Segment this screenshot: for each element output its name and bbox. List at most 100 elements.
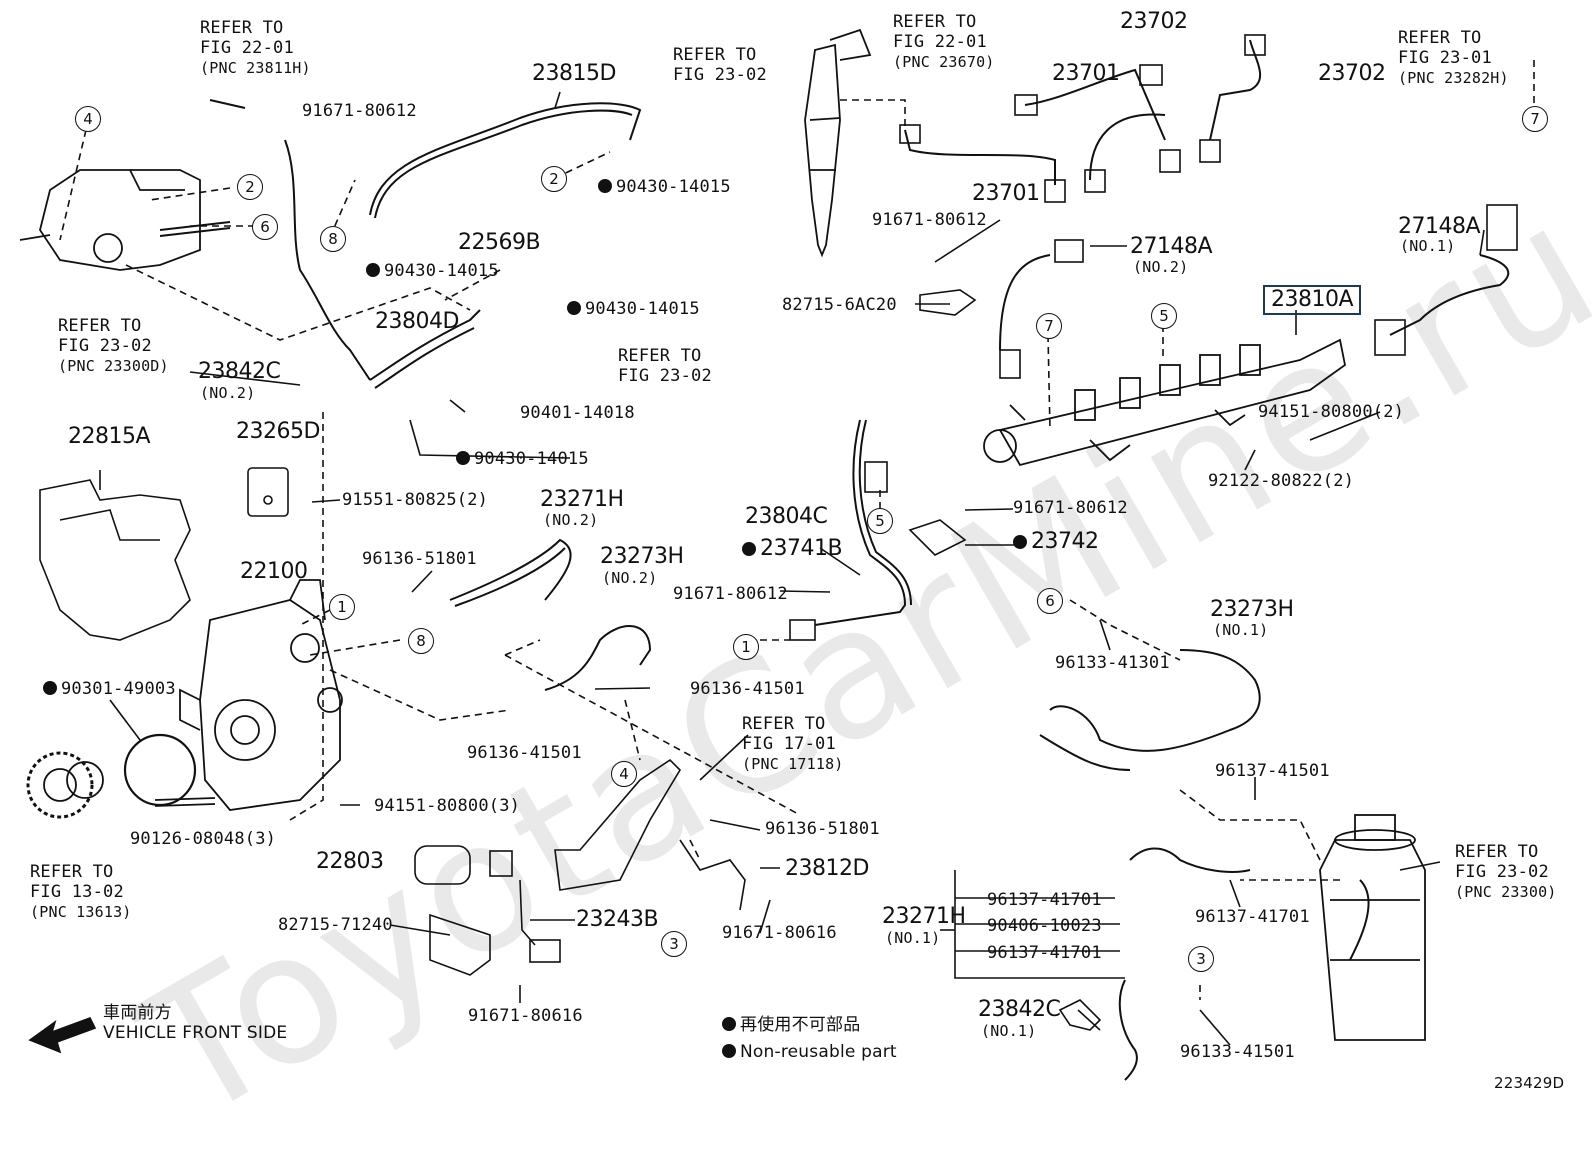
part-number-90406-10023[interactable]: 90406-10023 [987, 916, 1102, 936]
part-label-23842C-no1[interactable]: 23842C [978, 997, 1061, 1022]
part-number-90301-49003[interactable]: 90301-49003 [43, 680, 176, 699]
part-number-text: 90301-49003 [61, 679, 176, 699]
callout-circle: 2 [237, 174, 263, 200]
refer-to-fig-17-01-17118[interactable]: REFER TO FIG 17-01 (PNC 17118) [742, 714, 844, 774]
part-number-82715-6AC20[interactable]: 82715-6AC20 [782, 295, 897, 315]
part-label-22100[interactable]: 22100 [240, 559, 308, 584]
part-number-96133-41501[interactable]: 96133-41501 [1180, 1042, 1295, 1062]
part-label-22815A[interactable]: 22815A [68, 424, 151, 449]
callout-circle: 7 [1522, 106, 1548, 132]
part-label-23810A-highlighted[interactable]: 23810A [1263, 285, 1362, 315]
non-reusable-dot-icon [43, 681, 57, 695]
refer-line: FIG 22-01 [200, 38, 294, 58]
part-number-90430-14015[interactable]: 90430-14015 [456, 450, 589, 469]
part-number-96136-51801[interactable]: 96136-51801 [362, 549, 477, 569]
part-number-96137-41701[interactable]: 96137-41701 [987, 890, 1102, 910]
part-number-91671-80612[interactable]: 91671-80612 [1013, 498, 1128, 518]
part-number-94151-80800-2[interactable]: 94151-80800(2) [1258, 402, 1405, 422]
refer-line: REFER TO [618, 346, 702, 366]
part-label-23702-top[interactable]: 23702 [1120, 9, 1188, 34]
refer-line: FIG 23-02 [58, 336, 152, 356]
part-number-90401-14018[interactable]: 90401-14018 [520, 403, 635, 423]
part-number-96137-41501[interactable]: 96137-41501 [1215, 761, 1330, 781]
part-label-23702-right[interactable]: 23702 [1318, 61, 1386, 86]
refer-line: (PNC 23300D) [58, 357, 169, 375]
part-number-text: 90430-14015 [585, 299, 700, 319]
callout-circle: 1 [329, 594, 355, 620]
refer-line: REFER TO [1398, 28, 1482, 48]
refer-to-fig-22-01-23811H[interactable]: REFER TO FIG 22-01 (PNC 23811H) [200, 18, 311, 78]
non-reusable-dot-icon [722, 1017, 736, 1031]
refer-line: REFER TO [742, 714, 826, 734]
non-reusable-dot-icon [722, 1044, 736, 1058]
part-number-96136-41501[interactable]: 96136-41501 [467, 743, 582, 763]
part-label-23271H-no2[interactable]: 23271H [540, 487, 624, 512]
refer-line: FIG 23-01 [1398, 48, 1492, 68]
diagram-line-art [19, 28, 1535, 1081]
part-sub-23271H-no2: (NO.2) [543, 511, 599, 529]
refer-line: REFER TO [200, 18, 284, 38]
part-label-23742[interactable]: 23742 [1013, 530, 1099, 554]
non-reusable-legend-jp: 再使用不可部品 [722, 1016, 860, 1035]
front-side-label-jp: 車両前方 [103, 1003, 172, 1023]
refer-line: (PNC 23300) [1455, 883, 1557, 901]
refer-to-fig-23-01-23282H[interactable]: REFER TO FIG 23-01 (PNC 23282H) [1398, 28, 1509, 88]
part-label-23741B[interactable]: 23741B [742, 537, 843, 561]
non-reusable-dot-icon [456, 451, 470, 465]
part-number-82715-71240[interactable]: 82715-71240 [278, 915, 393, 935]
part-number-96137-41701[interactable]: 96137-41701 [987, 943, 1102, 963]
part-label-23842C-no2[interactable]: 23842C [198, 359, 281, 384]
refer-to-fig-23-02-mid[interactable]: REFER TO FIG 23-02 [618, 346, 712, 386]
part-number-90126-08048[interactable]: 90126-08048(3) [130, 829, 277, 849]
part-label-23812D[interactable]: 23812D [785, 856, 869, 881]
part-number-96136-51801[interactable]: 96136-51801 [765, 819, 880, 839]
non-reusable-dot-icon [1013, 535, 1027, 549]
callout-circle: 4 [75, 106, 101, 132]
part-number-91671-80612[interactable]: 91671-80612 [872, 210, 987, 230]
part-label-23265D[interactable]: 23265D [236, 419, 320, 444]
part-label-23273H-no1[interactable]: 23273H [1210, 597, 1294, 622]
non-reusable-dot-icon [366, 263, 380, 277]
non-reusable-dot-icon [598, 179, 612, 193]
timing-cover-outline [39, 479, 191, 641]
part-number-91671-80616[interactable]: 91671-80616 [468, 1006, 583, 1026]
part-number-96137-41701[interactable]: 96137-41701 [1195, 907, 1310, 927]
refer-to-fig-23-02-23300D[interactable]: REFER TO FIG 23-02 (PNC 23300D) [58, 316, 169, 376]
refer-to-fig-23-02-23300[interactable]: REFER TO FIG 23-02 (PNC 23300) [1455, 842, 1557, 902]
part-label-23243B[interactable]: 23243B [576, 907, 659, 932]
part-sub-23842C-no1: (NO.1) [981, 1022, 1037, 1040]
part-number-91671-80612[interactable]: 91671-80612 [302, 101, 417, 121]
callout-circle: 3 [1188, 946, 1214, 972]
part-number-90430-14015[interactable]: 90430-14015 [567, 300, 700, 319]
part-label-23804C[interactable]: 23804C [745, 504, 828, 529]
part-label-23273H-no2[interactable]: 23273H [600, 544, 684, 569]
part-number-92122-80822[interactable]: 92122-80822(2) [1208, 471, 1355, 491]
refer-to-fig-13-02-13613[interactable]: REFER TO FIG 13-02 (PNC 13613) [30, 862, 132, 922]
callout-circle: 6 [1037, 588, 1063, 614]
part-number-90430-14015[interactable]: 90430-14015 [366, 262, 499, 281]
part-label-23271H-no1[interactable]: 23271H [882, 904, 966, 929]
refer-line: (PNC 13613) [30, 903, 132, 921]
refer-line: FIG 23-02 [1455, 862, 1549, 882]
refer-to-fig-23-02-top[interactable]: REFER TO FIG 23-02 [673, 45, 767, 85]
diagram-code: 223429D [1494, 1074, 1565, 1092]
part-label-27148A-no1[interactable]: 27148A [1398, 214, 1481, 239]
part-number-text: 90430-14015 [616, 177, 731, 197]
part-number-91671-80612[interactable]: 91671-80612 [673, 584, 788, 604]
part-label-22569B[interactable]: 22569B [458, 230, 541, 255]
part-number-90430-14015[interactable]: 90430-14015 [598, 178, 731, 197]
part-label-23701-top[interactable]: 23701 [1052, 61, 1120, 86]
part-number-96136-41501[interactable]: 96136-41501 [690, 679, 805, 699]
pipes [159, 39, 1510, 1081]
part-number-91551-80825[interactable]: 91551-80825(2) [342, 490, 489, 510]
refer-to-fig-22-01-23670[interactable]: REFER TO FIG 22-01 (PNC 23670) [893, 12, 995, 72]
non-reusable-legend-en: Non-reusable part [722, 1043, 897, 1062]
part-label-23804D[interactable]: 23804D [375, 309, 459, 334]
part-number-91671-80616[interactable]: 91671-80616 [722, 923, 837, 943]
part-label-23815D[interactable]: 23815D [532, 61, 616, 86]
part-label-23701-bottom[interactable]: 23701 [972, 181, 1040, 206]
part-label-22803[interactable]: 22803 [316, 849, 384, 874]
part-number-96133-41301[interactable]: 96133-41301 [1055, 653, 1170, 673]
part-label-27148A-no2[interactable]: 27148A [1130, 234, 1213, 259]
part-number-94151-80800-3[interactable]: 94151-80800(3) [374, 796, 521, 816]
